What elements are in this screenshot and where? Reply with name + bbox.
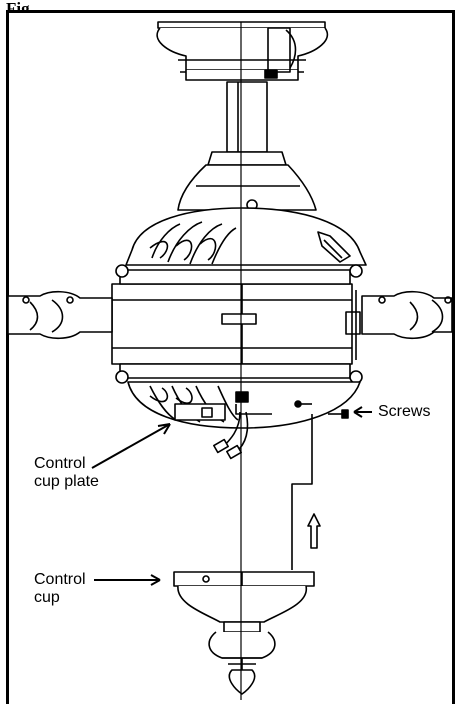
- motor-body: [111, 264, 363, 384]
- control-cup-label-line1: Control: [34, 571, 86, 588]
- screws-label: Screws: [378, 403, 431, 420]
- upper-housing: [125, 207, 367, 266]
- downrod: [226, 81, 268, 153]
- screws-drawing: [291, 400, 349, 570]
- figure-label: Fig: [6, 0, 30, 12]
- lower-housing: [127, 381, 361, 429]
- callout-arrows: [91, 406, 372, 586]
- control-cup-drawing: [173, 571, 315, 695]
- control-cup-plate-drawing: [174, 403, 272, 421]
- right-blade-arm: [361, 290, 453, 340]
- control-cup-plate-label-line1: Control: [34, 455, 86, 472]
- control-cup-plate-label-line2: cup plate: [34, 473, 99, 490]
- control-cup-label-line2: cup: [34, 589, 60, 606]
- canopy: [156, 21, 328, 81]
- left-blade-arm: [7, 290, 113, 340]
- wiring: [213, 411, 249, 460]
- motor-collar: [177, 151, 317, 235]
- assembly-up-arrow: [307, 513, 321, 549]
